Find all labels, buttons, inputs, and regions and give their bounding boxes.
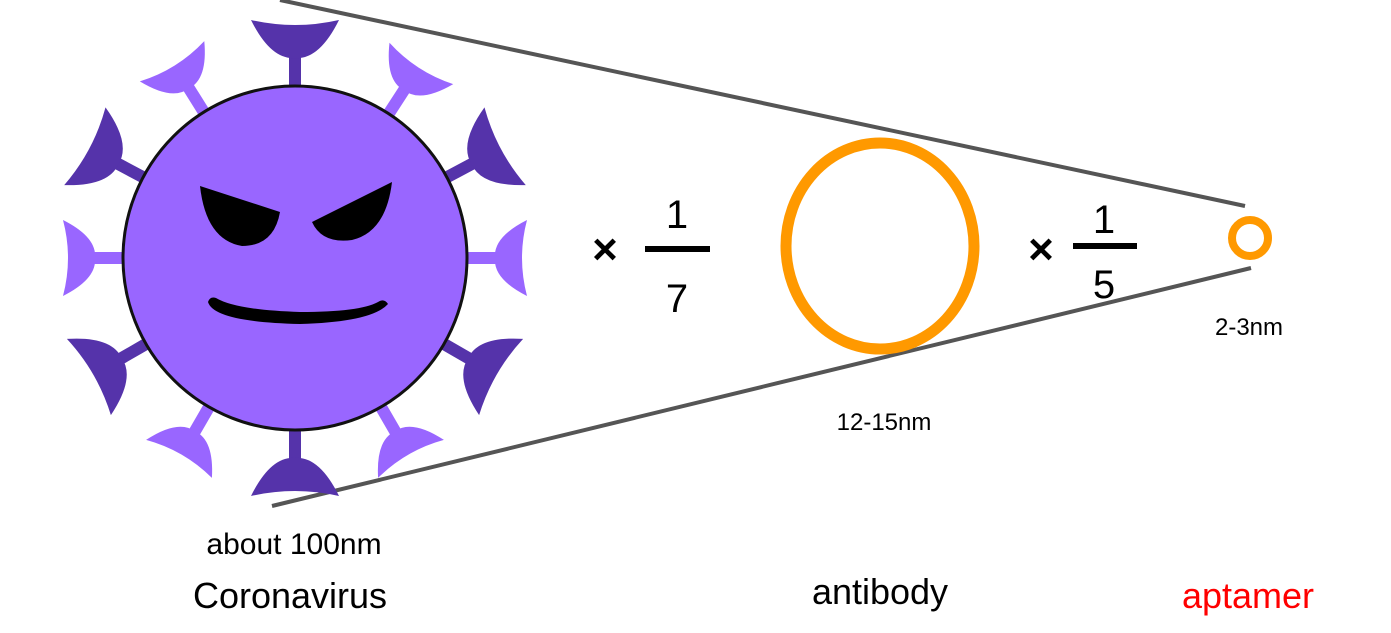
ratio-antibody-to-aptamer: × 1 5 (1028, 198, 1137, 307)
virus-left-eye (200, 186, 280, 246)
virus-spike (442, 107, 526, 186)
virus-name-label: Coronavirus (193, 575, 387, 616)
cone-top-line (279, 0, 1246, 208)
aptamer-name-label: aptamer (1182, 575, 1314, 616)
ratio-virus-to-antibody: × 1 7 (592, 193, 710, 321)
coronavirus-icon (63, 20, 527, 496)
aptamer-ring-icon (1228, 216, 1272, 260)
fraction-denominator: 7 (666, 277, 688, 321)
virus-spike (382, 42, 454, 119)
virus-spike (64, 107, 148, 186)
virus-mouth (208, 297, 388, 324)
antibody-name-label: antibody (812, 571, 948, 612)
virus-spike (251, 428, 339, 496)
virus-right-eye (312, 182, 392, 241)
aptamer-size-label: 2-3nm (1215, 314, 1283, 341)
virus-body (121, 84, 469, 432)
virus-spike (146, 402, 216, 478)
fraction-denominator: 5 (1093, 263, 1115, 307)
virus-spike (63, 220, 125, 296)
virus-spike (374, 402, 444, 478)
cone-bottom-line (271, 266, 1252, 508)
multiply-sign: × (592, 225, 618, 274)
fraction-numerator: 1 (1093, 198, 1115, 242)
virus-spike (439, 337, 524, 416)
virus-spike (66, 337, 151, 416)
virus-spike (465, 220, 527, 296)
antibody-ring-icon (780, 137, 980, 355)
virus-spikes (63, 20, 527, 496)
virus-size-label: about 100nm (206, 528, 381, 561)
virus-spike (139, 41, 211, 118)
multiply-sign: × (1028, 225, 1054, 274)
virus-spike (251, 20, 339, 88)
fraction-numerator: 1 (666, 193, 688, 237)
antibody-size-label: 12-15nm (837, 409, 932, 436)
